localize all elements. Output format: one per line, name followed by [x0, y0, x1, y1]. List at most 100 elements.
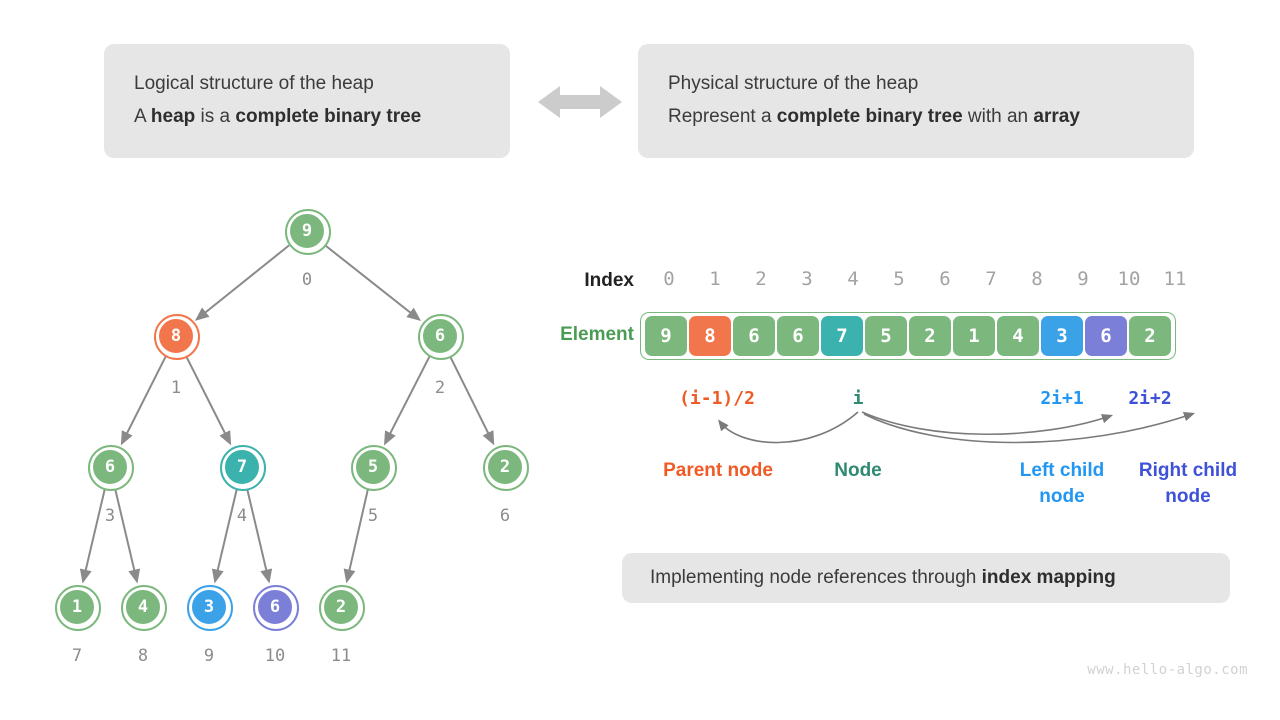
index-mapping-arrows	[718, 411, 1196, 444]
tree-node-3: 6	[88, 445, 134, 491]
tree-node-10: 6	[253, 585, 299, 631]
tree-edge	[343, 489, 369, 584]
right-child-role-line1: Right child	[1138, 460, 1238, 481]
tree-node-value: 1	[71, 597, 83, 617]
tree-node-8: 4	[121, 585, 167, 631]
array-cell-7: 1	[953, 316, 995, 356]
tree-node-value: 7	[236, 457, 248, 477]
tree-edge	[211, 489, 238, 584]
array-cell-1: 8	[689, 316, 731, 356]
array-index-6: 6	[939, 268, 951, 290]
index-mapping-caption-prefix: Implementing node references through	[650, 566, 982, 588]
tree-node-index-label-1: 1	[170, 378, 182, 398]
right-child-role-line2: node	[1165, 485, 1211, 507]
tree-node-index-label-11: 11	[330, 646, 352, 666]
array-index-0: 0	[663, 268, 675, 290]
double-headed-arrow-icon	[538, 86, 622, 118]
tree-node-value: 8	[170, 326, 182, 346]
tree-node-index-label-3: 3	[104, 506, 116, 526]
tree-node-index-label-2: 2	[434, 378, 446, 398]
array-index-8: 8	[1031, 268, 1043, 290]
logical-line2-prefix: A	[134, 106, 151, 127]
array-cell-9: 3	[1041, 316, 1083, 356]
tree-node-value: 6	[104, 457, 116, 477]
left-child-role-line2: node	[1039, 485, 1085, 507]
tree-edge	[246, 489, 273, 584]
array-index-11: 11	[1163, 268, 1187, 290]
physical-caption-line-1: Physical structure of the heap	[668, 73, 919, 95]
tree-edge	[449, 356, 495, 446]
tree-node-value: 6	[269, 597, 281, 617]
array-cell-6: 2	[909, 316, 951, 356]
tree-node-index-label-0: 0	[301, 270, 313, 290]
right-child-index-formula: 2i+2	[1128, 388, 1172, 409]
watermark: www.hello-algo.com	[1087, 662, 1248, 678]
tree-node-index-label-5: 5	[367, 506, 379, 526]
tree-edge	[324, 244, 422, 322]
parent-index-formula: (i-1)/2	[679, 388, 755, 409]
index-mapping-caption-box: Implementing node references through ind…	[622, 553, 1230, 603]
logical-line2-bold-heap: heap	[150, 106, 196, 127]
tree-node-value: 4	[137, 597, 149, 617]
tree-edge	[120, 356, 167, 446]
left-child-role-label: Left child node	[996, 458, 1128, 509]
tree-node-value: 5	[367, 457, 379, 477]
array-index-3: 3	[801, 268, 813, 290]
tree-node-index-label-9: 9	[203, 646, 215, 666]
tree-node-index-label-4: 4	[236, 506, 248, 526]
physical-line2-prefix: Represent a	[668, 106, 777, 127]
tree-edge	[79, 489, 106, 584]
physical-line2-bold-tree: complete binary tree	[776, 106, 963, 127]
tree-node-4: 7	[220, 445, 266, 491]
logical-caption-line-2: A heap is a complete binary tree	[134, 101, 480, 134]
tree-edge	[114, 489, 141, 584]
left-child-index-formula: 2i+1	[1040, 388, 1084, 409]
array-index-7: 7	[985, 268, 997, 290]
tree-node-2: 6	[418, 314, 464, 360]
index-mapping-caption-bold: index mapping	[981, 566, 1116, 588]
index-mapping-caption: Implementing node references through ind…	[650, 562, 1202, 595]
physical-line2-bold-array: array	[1033, 106, 1080, 127]
array-cell-4: 7	[821, 316, 863, 356]
tree-node-7: 1	[55, 585, 101, 631]
physical-caption-line-2: Represent a complete binary tree with an…	[668, 101, 1164, 134]
tree-node-6: 2	[483, 445, 529, 491]
logical-caption-line-1: Logical structure of the heap	[134, 73, 374, 95]
array-cell-3: 6	[777, 316, 819, 356]
tree-node-0: 9	[285, 209, 331, 255]
tree-node-index-label-7: 7	[71, 646, 83, 666]
tree-node-1: 8	[154, 314, 200, 360]
tree-edge	[185, 356, 232, 446]
array-cell-11: 2	[1129, 316, 1171, 356]
tree-edge	[384, 356, 431, 446]
element-row-label: Element	[560, 324, 634, 345]
left-child-role-line1: Left child	[1019, 460, 1105, 481]
array-cell-5: 5	[865, 316, 907, 356]
tree-node-value: 2	[499, 457, 511, 477]
array-index-10: 10	[1117, 268, 1141, 290]
tree-node-9: 3	[187, 585, 233, 631]
index-row-label: Index	[584, 270, 634, 291]
array-index-5: 5	[893, 268, 905, 290]
tree-node-5: 5	[351, 445, 397, 491]
tree-node-value: 2	[335, 597, 347, 617]
array-cell-10: 6	[1085, 316, 1127, 356]
logical-structure-caption-box: Logical structure of the heap A heap is …	[104, 44, 510, 158]
tree-node-value: 6	[434, 326, 446, 346]
parent-node-role-label: Parent node	[663, 460, 773, 481]
right-child-role-label: Right child node	[1122, 458, 1254, 509]
node-index-formula: i	[852, 388, 864, 409]
physical-line2-middle: with an	[962, 106, 1034, 127]
tree-edge	[194, 244, 290, 321]
tree-node-index-label-10: 10	[264, 646, 286, 666]
array-index-4: 4	[847, 268, 859, 290]
array-index-2: 2	[755, 268, 767, 290]
tree-node-value: 9	[301, 221, 313, 241]
tree-edges	[79, 244, 495, 584]
array-cell-2: 6	[733, 316, 775, 356]
tree-node-index-label-8: 8	[137, 646, 149, 666]
tree-node-11: 2	[319, 585, 365, 631]
